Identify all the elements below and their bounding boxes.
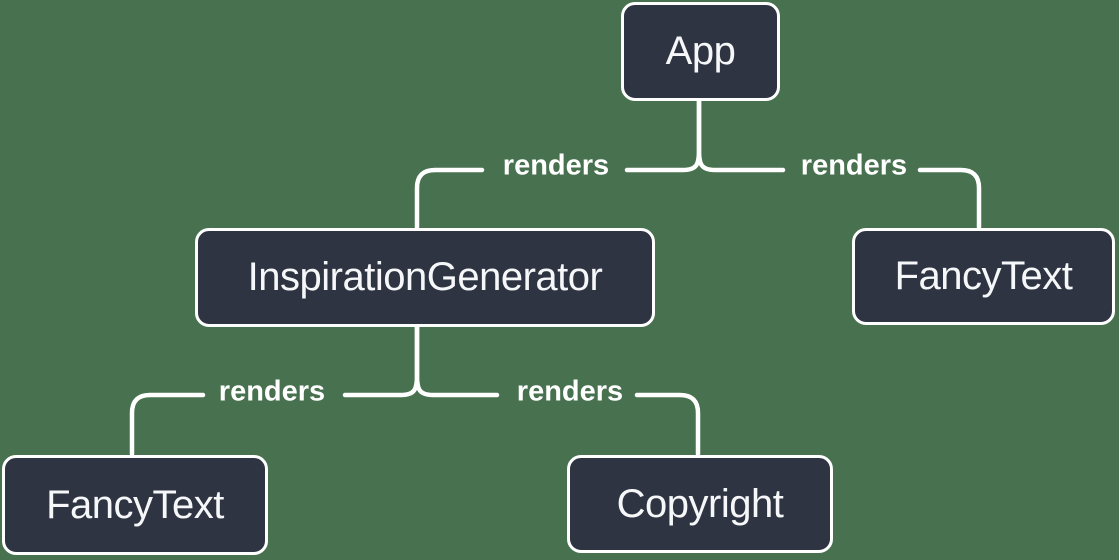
node-copyright: Copyright — [567, 455, 833, 553]
edge-app-inspirationgenerator-stem — [624, 98, 702, 173]
edge-label-inspirationgenerator-copyright: renders — [516, 375, 624, 408]
edge-label-app-inspirationgenerator: renders — [502, 149, 610, 182]
edge-app-inspirationgenerator-tail — [414, 167, 485, 230]
node-app-label: App — [665, 29, 736, 73]
edge-inspirationgenerator-fancytext-tail — [129, 392, 206, 457]
node-inspiration-generator: InspirationGenerator — [195, 228, 655, 327]
node-fancy-text-top: FancyText — [852, 228, 1115, 325]
node-app: App — [621, 2, 780, 101]
edge-inspirationgenerator-copyright-tail — [634, 392, 701, 457]
node-copyright-label: Copyright — [616, 481, 784, 526]
node-inspiration-generator-label: InspirationGenerator — [247, 255, 603, 299]
node-fancy-text-bottom-label: FancyText — [46, 482, 224, 527]
edge-app-fancytext-stem — [696, 98, 786, 173]
node-fancy-text-bottom: FancyText — [2, 455, 268, 555]
node-fancy-text-top-label: FancyText — [894, 254, 1073, 298]
edge-app-fancytext-tail — [917, 167, 982, 230]
edge-label-app-fancytext: renders — [800, 149, 908, 182]
edge-inspirationgenerator-copyright-stem — [414, 324, 500, 398]
edge-inspirationgenerator-fancytext-stem — [342, 324, 420, 398]
edge-label-inspirationgenerator-fancytext: renders — [218, 375, 326, 408]
